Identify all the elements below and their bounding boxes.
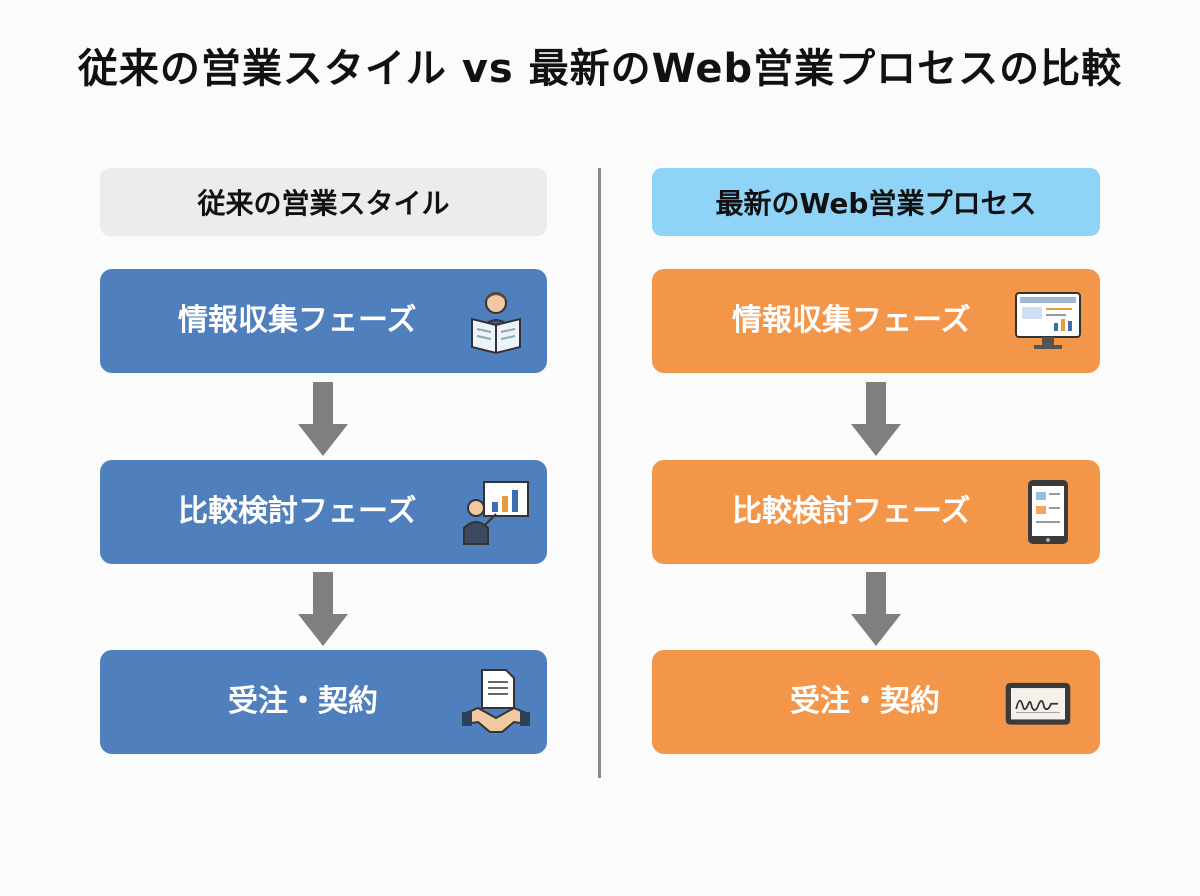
web-header: 最新のWeb営業プロセス (652, 168, 1100, 236)
down-arrow-icon (851, 382, 901, 456)
traditional-phase-compare: 比較検討フェーズ (100, 460, 547, 564)
person-reading-icon (471, 292, 521, 355)
web-phase-info: 情報収集フェーズ (652, 269, 1100, 373)
phase-label: 比較検討フェーズ (732, 494, 971, 529)
traditional-header: 従来の営業スタイル (100, 168, 547, 236)
down-arrow-icon (298, 382, 348, 456)
phase-label: 比較検討フェーズ (178, 494, 417, 529)
down-arrow-icon (851, 572, 901, 646)
traditional-phase-contract: 受注・契約 (100, 650, 547, 754)
phase-label: 受注・契約 (228, 684, 378, 719)
desktop-monitor-icon (1015, 292, 1081, 349)
handshake-document-icon (462, 669, 530, 733)
presentation-chart-icon (463, 481, 529, 545)
web-phase-contract: 受注・契約 (652, 650, 1100, 754)
phase-label: 情報収集フェーズ (732, 303, 971, 338)
phase-label: 受注・契約 (790, 684, 940, 719)
page-title: 従来の営業スタイル vs 最新のWeb営業プロセスの比較 (77, 46, 1123, 92)
e-signature-tablet-icon (1005, 682, 1071, 725)
traditional-phase-info: 情報収集フェーズ (100, 269, 547, 373)
column-divider (598, 168, 601, 778)
tablet-icon (1028, 480, 1068, 544)
web-phase-compare: 比較検討フェーズ (652, 460, 1100, 564)
down-arrow-icon (298, 572, 348, 646)
phase-label: 情報収集フェーズ (178, 303, 417, 338)
